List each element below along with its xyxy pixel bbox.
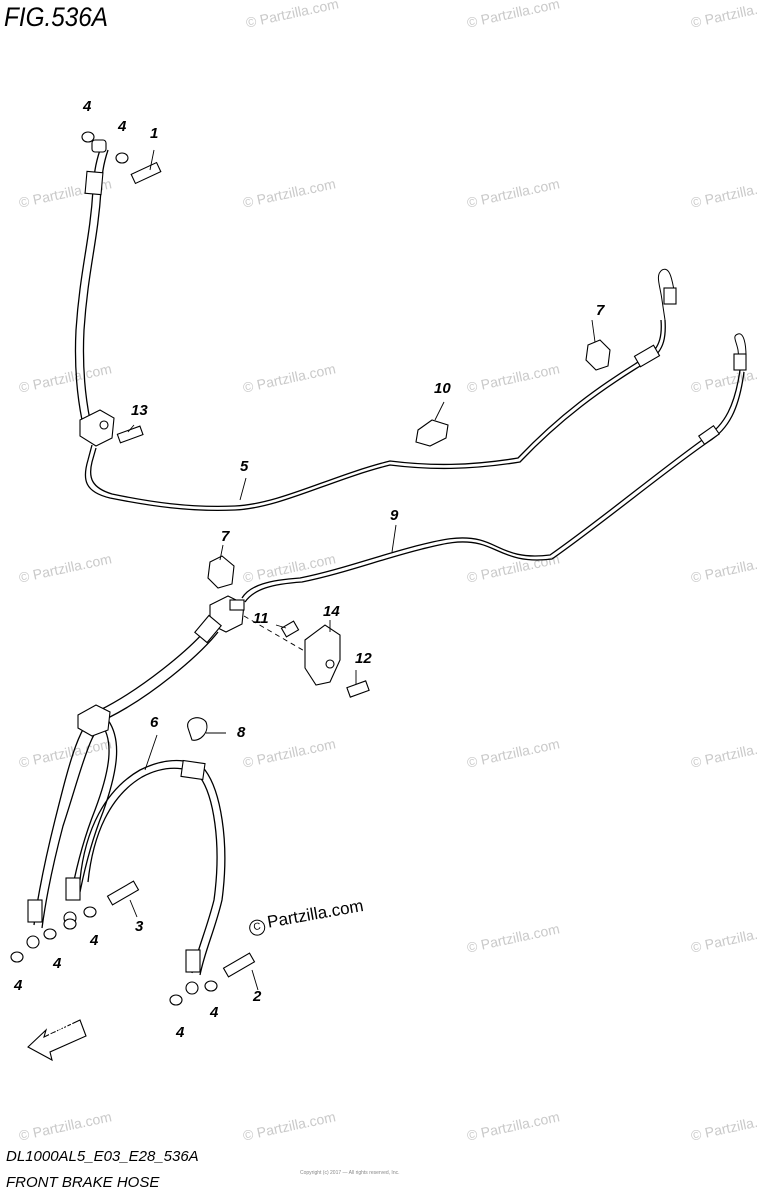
hose-6-grommet xyxy=(180,759,206,781)
callout-13[interactable]: 13 xyxy=(131,402,148,419)
washer xyxy=(10,951,24,963)
washer xyxy=(63,918,77,930)
bolt-3 xyxy=(106,880,140,906)
callout-4[interactable]: 4 xyxy=(176,1024,185,1041)
figure-code: DL1000AL5_E03_E28_536A xyxy=(6,1148,199,1165)
banjo-mid xyxy=(65,877,81,901)
line-joint xyxy=(633,344,661,368)
callout-7[interactable]: 7 xyxy=(596,302,605,319)
bolt-13 xyxy=(116,425,144,444)
banjo-left xyxy=(27,899,43,923)
hose-clamp xyxy=(77,704,111,737)
callout-2[interactable]: 2 xyxy=(253,988,262,1005)
line-5-end-loop xyxy=(657,268,675,321)
bolt-2 xyxy=(222,952,256,978)
brake-hose-6 xyxy=(79,759,226,976)
line-9-nut xyxy=(733,353,747,371)
brake-line-5 xyxy=(84,319,666,512)
callout-4[interactable]: 4 xyxy=(83,98,92,115)
callout-4[interactable]: 4 xyxy=(210,1004,219,1021)
hose-sleeve xyxy=(84,170,104,196)
washer xyxy=(83,906,97,918)
callout-5[interactable]: 5 xyxy=(240,458,249,475)
washer xyxy=(204,980,218,992)
callout-14[interactable]: 14 xyxy=(323,603,340,620)
clip-7-upper xyxy=(585,339,611,371)
callout-4[interactable]: 4 xyxy=(53,955,62,972)
callout-8[interactable]: 8 xyxy=(237,724,246,741)
callout-4[interactable]: 4 xyxy=(90,932,99,949)
bracket-14 xyxy=(304,624,341,686)
callout-4[interactable]: 4 xyxy=(14,977,23,994)
junction-block-13 xyxy=(79,409,115,447)
line-9-joint xyxy=(697,424,721,446)
line-5-nut xyxy=(663,287,677,305)
washer xyxy=(115,152,129,164)
lower-hose-left xyxy=(33,624,211,926)
callout-6[interactable]: 6 xyxy=(150,714,159,731)
bolt-1 xyxy=(130,161,162,185)
bolt-12 xyxy=(346,680,370,698)
figure-title: FIG.536A xyxy=(4,2,109,32)
clamp-10 xyxy=(415,419,449,447)
banjo-right xyxy=(185,949,201,973)
callout-9[interactable]: 9 xyxy=(390,507,399,524)
callout-3[interactable]: 3 xyxy=(135,918,144,935)
callout-11[interactable]: 11 xyxy=(253,610,269,627)
washer xyxy=(81,131,95,143)
washer xyxy=(43,928,57,940)
clip-7-lower xyxy=(207,555,235,589)
callout-1[interactable]: 1 xyxy=(150,125,159,142)
brake-line-9 xyxy=(241,369,741,599)
copyright-small: Copyright (c) 2017 — All rights reserved… xyxy=(300,1170,400,1176)
callout-12[interactable]: 12 xyxy=(355,650,372,667)
bolt-11 xyxy=(280,620,300,638)
line-9-end-loop xyxy=(734,333,747,371)
hose-fitting xyxy=(91,139,107,153)
washer xyxy=(169,994,183,1006)
clamp-8 xyxy=(187,717,208,741)
callout-10[interactable]: 10 xyxy=(434,380,451,397)
callout-4[interactable]: 4 xyxy=(118,118,127,135)
callout-7[interactable]: 7 xyxy=(221,528,230,545)
figure-caption: FRONT BRAKE HOSE xyxy=(6,1174,160,1191)
fwd-arrow xyxy=(27,1019,87,1062)
